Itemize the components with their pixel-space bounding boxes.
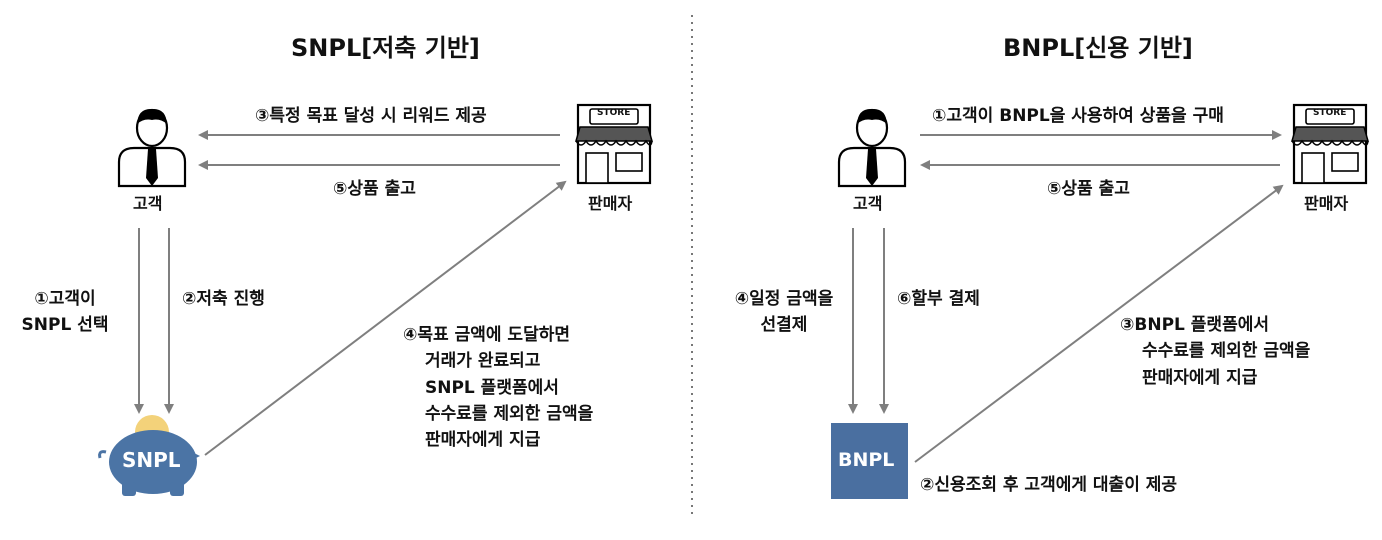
left-step4-line1: ④목표 금액에 도달하면 [403,325,570,345]
store-icon-right [1291,103,1369,185]
right-step3-line2: 수수료를 제외한 금액을 [1142,341,1311,362]
left-customer-label: 고객 [133,194,163,213]
left-arrow-reward-label: ③특정 목표 달성 시 리워드 제공 [255,106,487,126]
bnpl-box [831,423,908,499]
left-arrow-ship-label: ⑤상품 출고 [333,179,416,199]
piggy-label: SNPL [122,448,181,472]
right-step4-line2: 선결제 [760,315,808,336]
left-title: SNPL[저축 기반] [291,34,480,62]
customer-icon-right [837,108,907,188]
left-step4-line4: 수수료를 제외한 금액을 [425,404,594,425]
arrow-payment-right [914,184,1284,463]
right-arrow-buy-label: ①고객이 BNPL을 사용하여 상품을 구매 [932,106,1224,126]
left-step1-line1: ①고객이 [34,289,96,309]
right-customer-label: 고객 [853,194,883,213]
right-step6-label: ⑥할부 결제 [897,289,980,309]
right-step4-label: ④일정 금액을 선결제 [722,286,846,339]
snpl-piggy-bank-icon [98,415,200,496]
left-step1-line2: SNPL 선택 [21,315,109,336]
left-step1-label: ①고객이 SNPL 선택 [10,286,120,339]
right-step3-label: ③BNPL 플랫폼에서 수수료를 제외한 금액을 판매자에게 지급 [1120,312,1310,391]
right-arrow-ship-label: ⑤상품 출고 [1047,179,1130,199]
store-icon-left [575,103,653,185]
right-step4-line1: ④일정 금액을 [734,289,834,309]
right-title: BNPL[신용 기반] [1003,34,1193,62]
right-step2-label: ②신용조회 후 고객에게 대출이 제공 [920,475,1178,495]
left-seller-label: 판매자 [588,194,633,213]
left-step4-line3: SNPL 플랫폼에서 [425,377,559,398]
right-store-sign: STORE [1313,108,1347,118]
right-seller-label: 판매자 [1304,194,1349,213]
left-step2-label: ②저축 진행 [182,289,265,309]
bnpl-box-label: BNPL [838,449,895,471]
right-step3-line3: 판매자에게 지급 [1142,367,1258,388]
left-step4-line5: 판매자에게 지급 [425,430,541,451]
left-store-sign: STORE [597,108,631,118]
right-step3-line1: ③BNPL 플랫폼에서 [1120,315,1269,335]
left-step4-line2: 거래가 완료되고 [425,351,541,372]
left-step4-label: ④목표 금액에 도달하면 거래가 완료되고 SNPL 플랫폼에서 수수료를 제외… [403,322,593,454]
customer-icon-left [117,108,187,188]
arrow-payment-left [204,180,567,456]
